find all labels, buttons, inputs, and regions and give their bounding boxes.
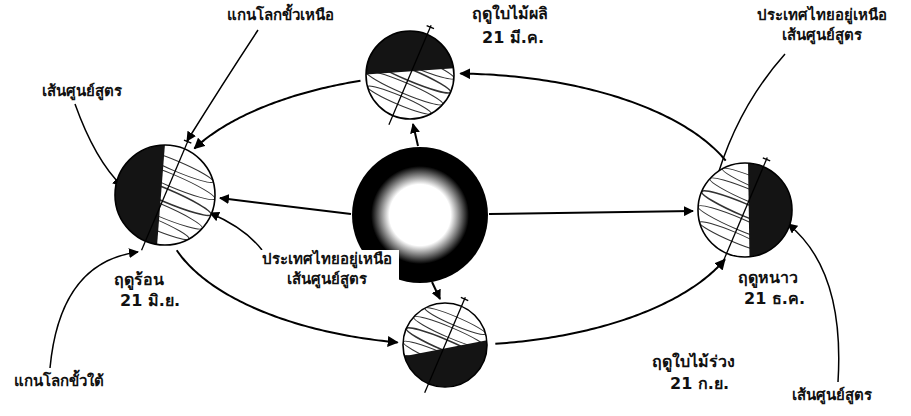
- earth-axis: [389, 25, 431, 124]
- globe-outline: [352, 17, 468, 133]
- orbit-arrow: [177, 250, 398, 342]
- globe-outline: [389, 289, 501, 401]
- season-date: 21 ธ.ค.: [742, 289, 807, 309]
- leader-line: [187, 30, 258, 141]
- orbit-arrow: [460, 74, 725, 161]
- season-date: 21 มิ.ย.: [118, 291, 182, 311]
- note-label: ประเทศไทยอยู่เหนือ เส้นศูนย์สูตร: [745, 6, 899, 45]
- sunlight-arrows: [220, 124, 693, 299]
- axis-tick: [763, 158, 770, 161]
- leader-line: [75, 104, 122, 186]
- season-name: ฤดูร้อน: [112, 270, 166, 290]
- earth-globe: ฤดูร้อน21 มิ.ย.: [115, 145, 215, 245]
- axis-tick: [461, 297, 468, 300]
- season-name: ฤดูหนาว: [736, 268, 800, 288]
- globe-night-side: [363, 332, 543, 416]
- earth-globe: ฤดูหนาว21 ธ.ค.: [698, 163, 792, 257]
- globe-outline: [684, 149, 806, 271]
- sunlight-arrow: [432, 282, 440, 299]
- globe-night-side: [57, 87, 168, 294]
- earth-axis: [723, 158, 768, 263]
- axis-tick: [427, 26, 434, 29]
- leader-line: [210, 213, 262, 250]
- earth-globe: ฤดูใบไม้ผลิ21 มี.ค.: [366, 31, 454, 119]
- note-label: เส้นศูนย์สูตร: [40, 82, 124, 102]
- season-date: 21 มี.ค.: [480, 28, 546, 48]
- sunlight-arrow: [220, 198, 351, 214]
- orbit-arrow: [194, 81, 360, 149]
- axis-tick: [184, 140, 191, 143]
- earth-axis: [425, 297, 466, 393]
- season-date: 21 ก.ย.: [668, 374, 731, 394]
- sunlight-arrow: [489, 211, 693, 214]
- season-name: ฤดูใบไม้ร่วง: [650, 352, 737, 372]
- season-name: ฤดูใบไม้ผลิ: [470, 4, 550, 24]
- note-label: แกนโลกขั้วเหนือ: [225, 6, 336, 26]
- sunlight-arrow: [413, 124, 418, 146]
- earth-axis: [142, 140, 189, 250]
- note-label: ประเทศไทยอยู่เหนือ เส้นศูนย์สูตร: [255, 250, 399, 289]
- earth-globe: ฤดูใบไม้ร่วง21 ก.ย.: [403, 303, 487, 387]
- orbit-arrow: [495, 259, 725, 343]
- note-label: แกนโลกขั้วใต้: [12, 372, 106, 392]
- globe-outline: [101, 131, 229, 259]
- note-label: เส้นศูนย์สูตร: [790, 386, 874, 406]
